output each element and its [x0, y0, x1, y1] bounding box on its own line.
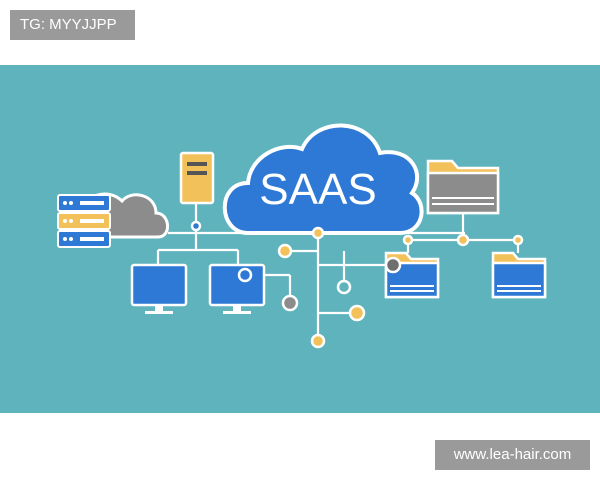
saas-cloud-label: SAAS: [259, 165, 376, 214]
monitor-left-icon: [130, 263, 188, 314]
connector-nodes: [190, 220, 524, 349]
bottom-right-watermark: www.lea-hair.com: [435, 440, 590, 470]
blue-folder-right-icon: [491, 251, 547, 299]
gray-folder-icon: [426, 159, 500, 215]
server-stack-icon: [57, 194, 111, 248]
tower-server-icon: [179, 151, 215, 205]
saas-cloud-icon: [222, 123, 424, 235]
saas-illustration: SAAS: [0, 65, 600, 413]
top-left-watermark: TG: MYYJJPP: [10, 10, 135, 40]
